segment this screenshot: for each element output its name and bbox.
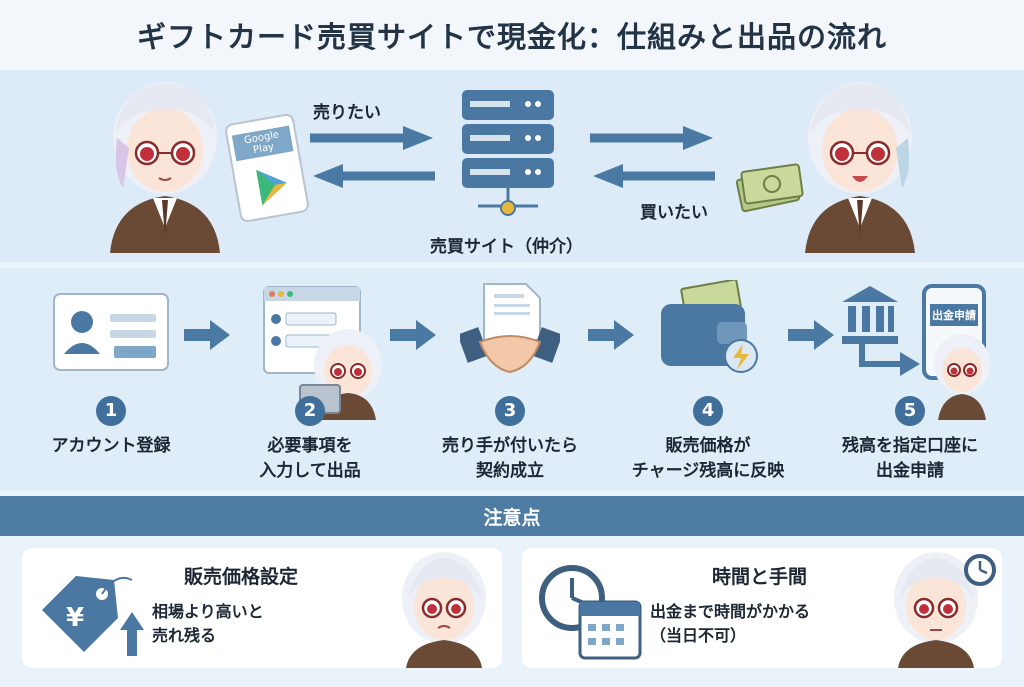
- step-3: 3 売り手が付いたら 契約成立: [415, 396, 605, 484]
- page-title: ギフトカード売買サイトで現金化：仕組みと出品の流れ: [136, 20, 887, 54]
- step-arrow-3: [588, 320, 634, 350]
- step-arrow-4: [788, 320, 834, 350]
- clock-calendar-icon: [539, 565, 642, 660]
- phone-character-illustration: [934, 334, 990, 420]
- caution-card-pricing: ¥ 販売価格設定 相場より高いと 売れ残る: [22, 548, 502, 668]
- step-arrow-2: [390, 320, 436, 350]
- step-label: 売り手が付いたら 契約成立: [442, 436, 578, 481]
- caution-title: 注意点: [483, 506, 541, 529]
- seller-flow-arrows: [310, 126, 435, 188]
- step-arrow-1: [184, 320, 230, 350]
- seller-character-illustration: [110, 82, 220, 253]
- buyer-character-illustration: [805, 82, 915, 253]
- step-label: 必要事項を 入力して出品: [259, 436, 361, 481]
- transfer-arrow-icon: [859, 344, 920, 376]
- step-number: 2: [295, 396, 325, 426]
- account-card-icon: [53, 293, 169, 371]
- step-2: 2 必要事項を 入力して出品: [215, 396, 405, 484]
- site-label: 売買サイト（仲介）: [430, 237, 583, 257]
- svg-text:¥: ¥: [66, 603, 84, 633]
- card-title: 販売価格設定: [184, 566, 299, 588]
- step-label: 販売価格が チャージ残高に反映: [631, 436, 785, 481]
- step-label: アカウント登録: [51, 436, 171, 456]
- gift-card: Google Play: [223, 112, 311, 224]
- card-description: 出金まで時間がかかる （当日不可）: [650, 602, 811, 645]
- handshake-icon: [460, 283, 560, 374]
- caution-card-time: 時間と手間 出金まで時間がかかる （当日不可）: [522, 548, 1002, 668]
- title-bar: ギフトカード売買サイトで現金化：仕組みと出品の流れ: [0, 0, 1024, 70]
- step-number: 3: [495, 396, 525, 426]
- buy-label: 買いたい: [640, 203, 708, 223]
- card-title: 時間と手間: [712, 566, 808, 588]
- step-number: 1: [96, 396, 126, 426]
- server-icon: [462, 90, 554, 216]
- step-4: 4 販売価格が チャージ残高に反映: [613, 396, 803, 484]
- sell-label: 売りたい: [313, 103, 381, 123]
- step-5: 5 残高を指定口座に 出金申請: [815, 396, 1005, 484]
- bank-icon: [842, 286, 898, 344]
- phone-screen-label: 出金申請: [930, 304, 978, 326]
- arms-crossed-character-illustration: [894, 552, 996, 668]
- wallet-icon: [661, 280, 758, 373]
- laptop-character-illustration: [299, 329, 382, 420]
- step-label: 残高を指定口座に 出金申請: [842, 436, 978, 481]
- cash-icon: [735, 163, 804, 213]
- card-description: 相場より高いと 売れ残る: [152, 602, 264, 645]
- buyer-flow-arrows: [590, 126, 715, 188]
- step-1: 1 アカウント登録: [16, 396, 206, 459]
- step-number: 5: [895, 396, 925, 426]
- caution-header: 注意点: [0, 496, 1024, 536]
- worried-character-illustration: [402, 552, 486, 668]
- price-tag-icon: ¥: [42, 576, 144, 656]
- play-logo-icon: [256, 169, 287, 206]
- step-number: 4: [693, 396, 723, 426]
